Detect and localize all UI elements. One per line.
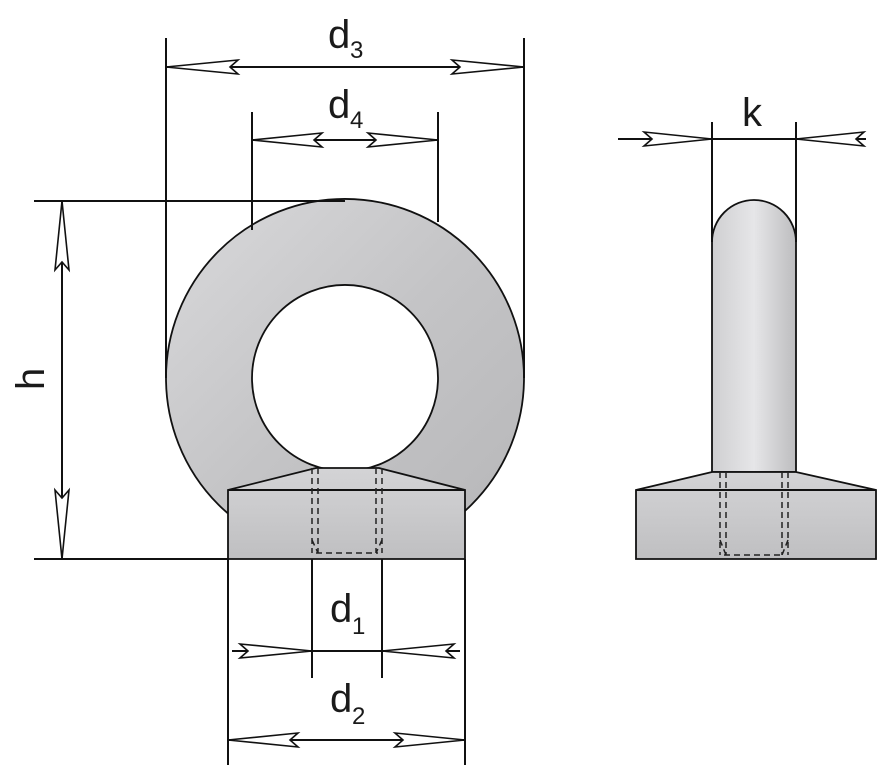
- arrowhead: [53, 200, 71, 273]
- dimension-d1: d 1: [232, 559, 460, 678]
- arrowhead: [392, 731, 466, 749]
- arrowhead: [365, 131, 439, 149]
- arrowhead: [641, 130, 713, 148]
- label-d4: d: [328, 83, 350, 127]
- arrowhead: [795, 130, 867, 148]
- dimension-d4: d 4: [251, 83, 439, 230]
- arrowhead: [251, 131, 325, 149]
- side-hidden-thread: [719, 472, 789, 556]
- arrowhead: [227, 731, 301, 749]
- label-d1: d: [330, 587, 352, 631]
- label-d2-sub: 2: [352, 703, 365, 730]
- arrowhead: [449, 58, 525, 76]
- arrowhead: [165, 58, 241, 76]
- label-d2: d: [330, 677, 352, 721]
- label-h: h: [9, 368, 53, 390]
- hidden-thread: [311, 468, 383, 554]
- label-k: k: [742, 91, 763, 135]
- front-view: d 3 d 4 h d: [9, 13, 525, 765]
- base-collar: [227, 467, 466, 560]
- label-d1-sub: 1: [352, 613, 365, 640]
- side-shank: [711, 199, 797, 473]
- arrowhead: [381, 642, 457, 660]
- side-base: [635, 471, 877, 560]
- dimension-k: k: [618, 91, 867, 242]
- label-d4-sub: 4: [350, 107, 363, 134]
- label-d3: d: [328, 13, 350, 57]
- arrowhead: [53, 487, 71, 560]
- dimension-d3: d 3: [165, 13, 525, 378]
- dimension-h: h: [9, 200, 345, 560]
- label-d3-sub: 3: [350, 37, 363, 64]
- arrowhead: [237, 642, 313, 660]
- side-view: k: [618, 91, 877, 560]
- dimension-d2: d 2: [227, 559, 466, 765]
